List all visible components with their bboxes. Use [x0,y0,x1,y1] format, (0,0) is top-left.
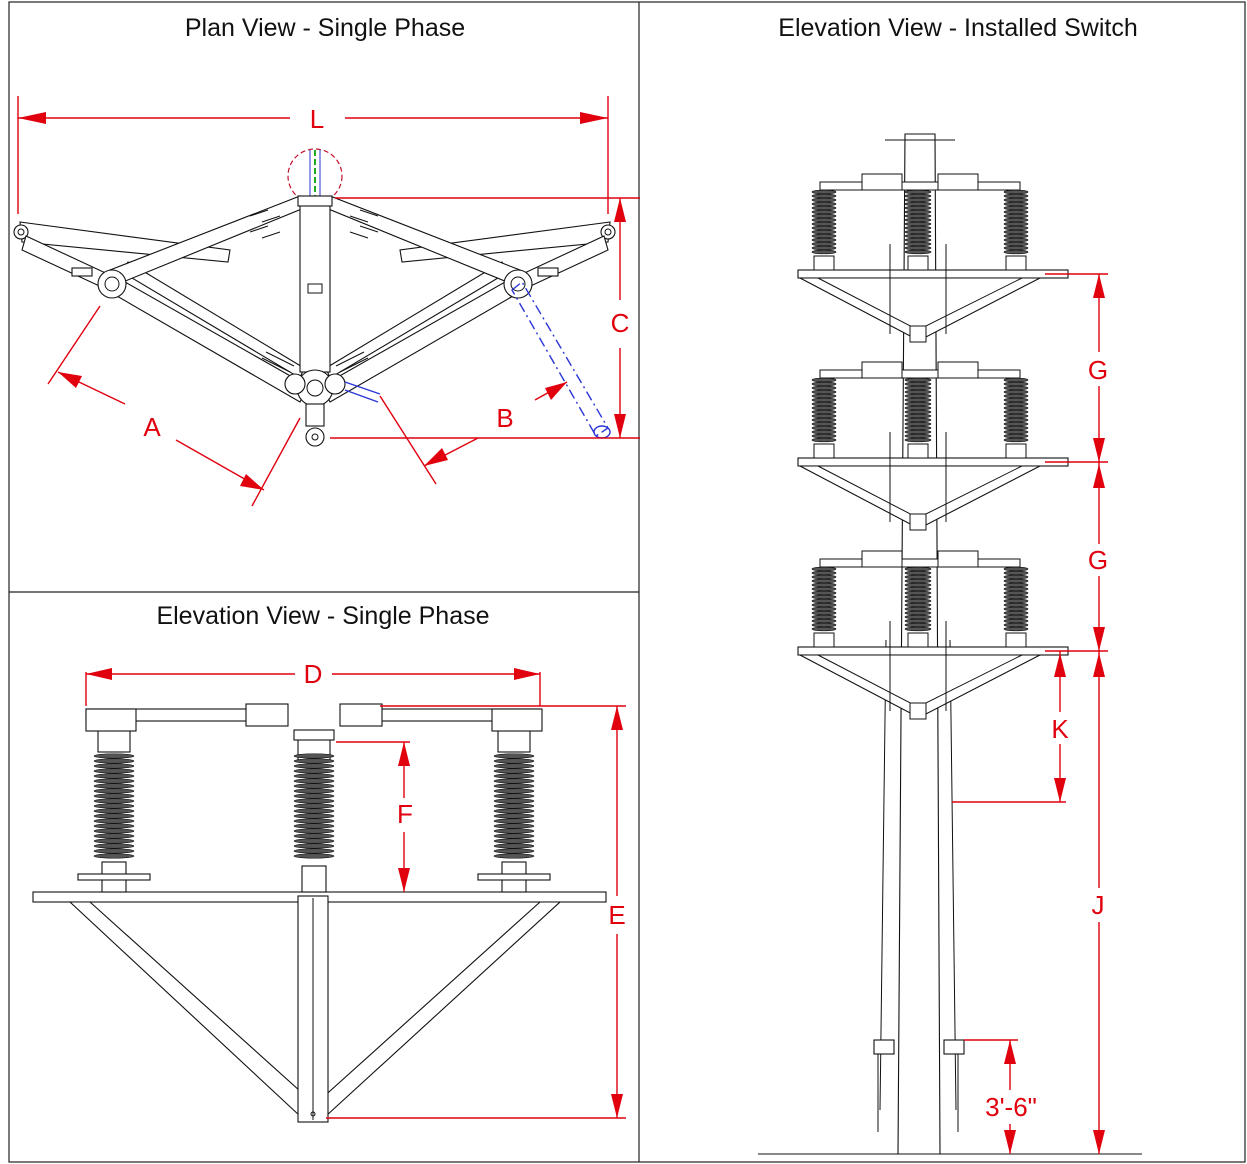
dim-label-B: B [496,403,513,433]
elevation-single-title: Elevation View - Single Phase [156,602,489,630]
dim-label-E: E [608,900,625,930]
dim-label-A: A [143,412,161,442]
dim-label-ground-clearance: 3'-6" [985,1092,1037,1122]
phase-3 [797,550,1069,720]
elevation-single-dimensions [85,668,626,1119]
dim-label-D: D [304,659,323,689]
dim-label-K: K [1051,714,1069,744]
dim-label-G-upper: G [1088,355,1108,385]
plan-view-switch [13,148,616,447]
dim-label-G-lower: G [1088,545,1108,575]
dim-label-L: L [310,104,324,134]
dim-label-C: C [611,308,630,338]
dim-label-J: J [1092,890,1105,920]
phase-2 [797,361,1069,531]
drawing-frame [8,1,1246,1163]
installed-phases [797,173,1069,720]
dim-label-F: F [397,799,413,829]
elevation-single-switch [32,703,607,1123]
insulator-sheds-single [93,753,535,859]
installed-dimensions [952,273,1108,1154]
elevation-installed-title: Elevation View - Installed Switch [778,14,1137,42]
plan-dimensions [17,96,640,507]
plan-view-title: Plan View - Single Phase [185,14,465,42]
phase-1 [797,173,1069,343]
